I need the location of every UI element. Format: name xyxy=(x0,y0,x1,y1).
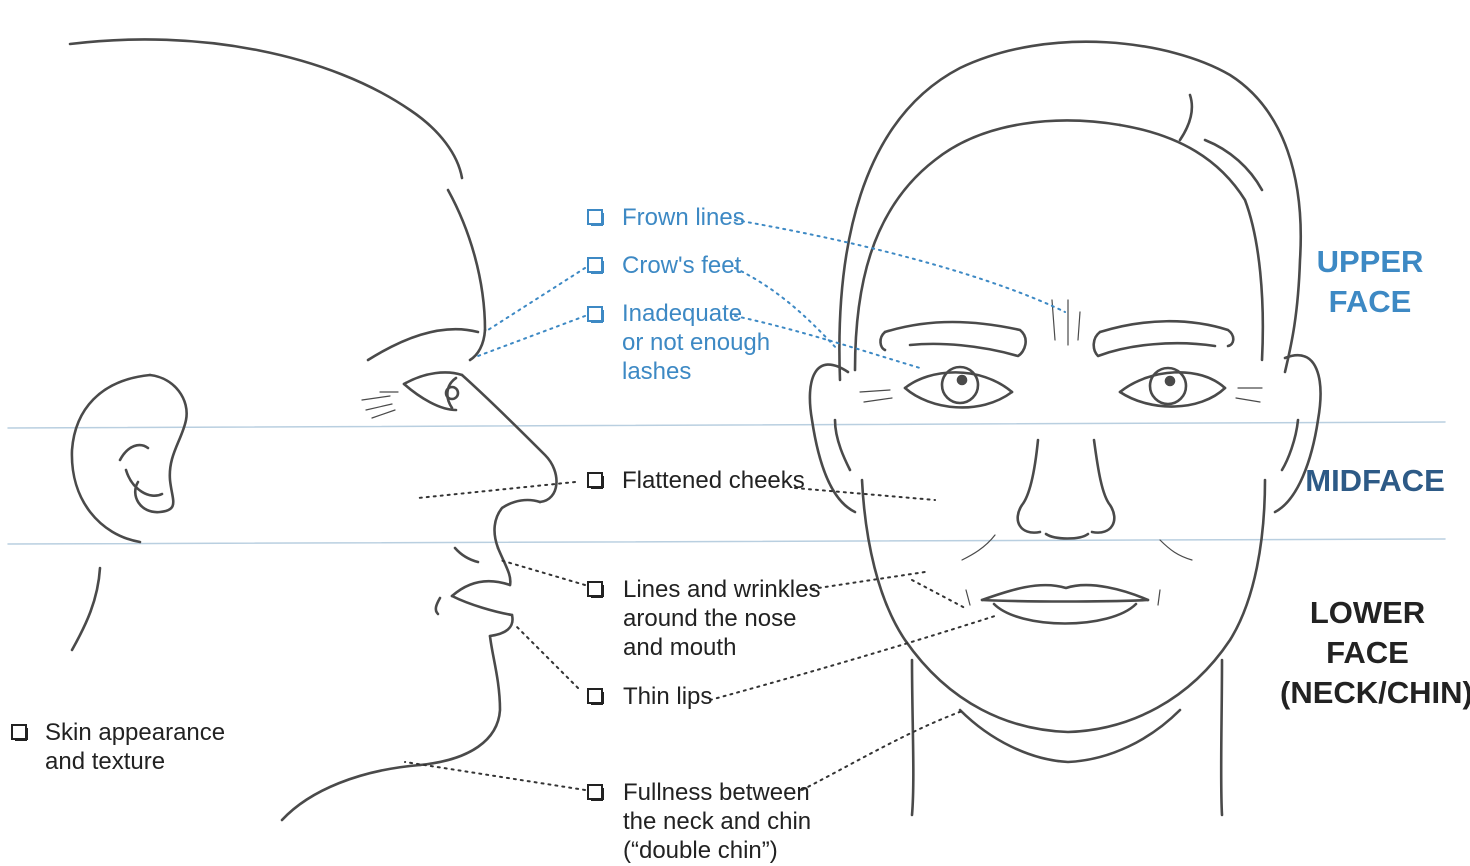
checkbox-frown-lines[interactable] xyxy=(587,209,603,225)
upper-mid-divider xyxy=(8,422,1445,428)
label-frown-lines: Frown lines xyxy=(622,203,745,232)
profile-head xyxy=(70,39,556,820)
checkbox-lashes[interactable] xyxy=(587,306,603,322)
checkbox-crows-feet[interactable] xyxy=(587,257,603,273)
zone-midface: MIDFACE xyxy=(1300,461,1450,501)
leader-chin-left xyxy=(405,762,585,790)
leader-chin-right xyxy=(802,710,965,790)
label-lashes: Inadequate or not enough lashes xyxy=(622,299,770,386)
leader-nose-profile xyxy=(500,560,585,585)
leader-lashes-profile xyxy=(478,316,585,356)
leader-nose-mouth-right xyxy=(912,580,965,608)
zone-lower-face: LOWER FACE (NECK/CHIN) xyxy=(1280,593,1455,713)
label-double-chin: Fullness between the neck and chin (“dou… xyxy=(623,778,811,865)
leader-lips-profile xyxy=(515,625,578,688)
label-skin: Skin appearance and texture xyxy=(45,718,225,776)
leader-cheek-right xyxy=(795,488,935,500)
checkbox-flattened-cheeks[interactable] xyxy=(587,472,603,488)
checkbox-nose-mouth[interactable] xyxy=(587,581,603,597)
zone-upper-face: UPPER FACE xyxy=(1300,242,1440,322)
label-nose-mouth: Lines and wrinkles around the nose and m… xyxy=(623,575,820,662)
leader-nose-right xyxy=(805,572,925,590)
label-thin-lips: Thin lips xyxy=(623,682,712,711)
front-face xyxy=(810,42,1321,815)
mid-lower-divider xyxy=(8,539,1445,544)
checkbox-skin[interactable] xyxy=(11,724,27,740)
label-crows-feet: Crow's feet xyxy=(622,251,741,280)
checkbox-thin-lips[interactable] xyxy=(587,688,603,704)
label-flattened-cheeks: Flattened cheeks xyxy=(622,466,805,495)
checkbox-double-chin[interactable] xyxy=(587,784,603,800)
